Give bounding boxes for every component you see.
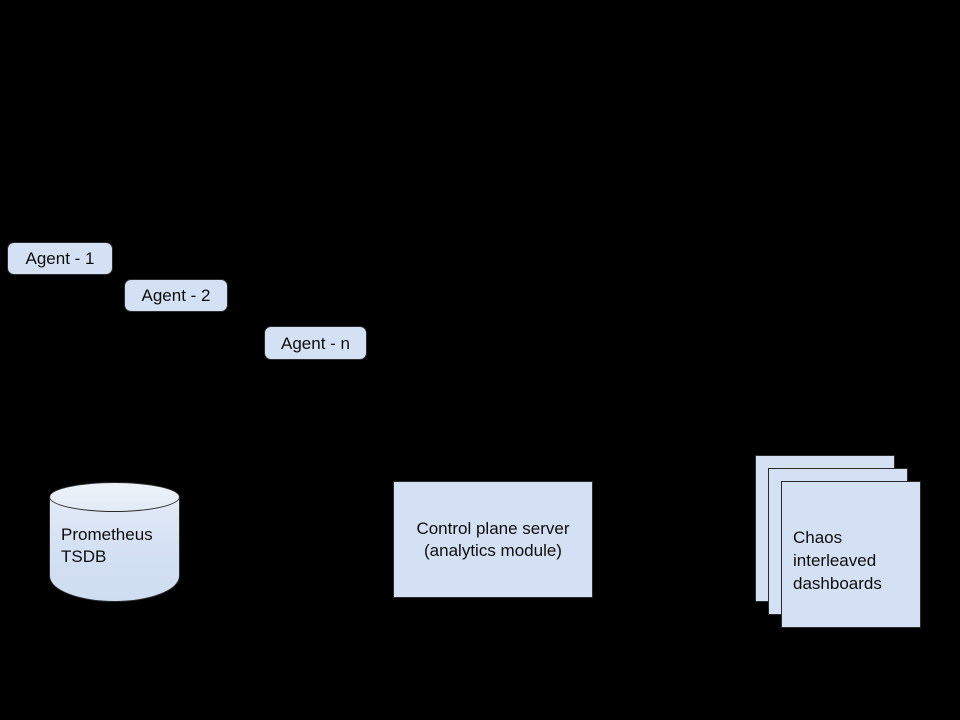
node-control-plane-server-label-line-2: (analytics module) — [424, 540, 562, 560]
node-agent-1[interactable]: Agent - 1 — [7, 242, 113, 275]
node-prometheus-tsdb-label-line-1: Prometheus — [61, 525, 153, 544]
node-prometheus-tsdb-label-line-2: TSDB — [61, 547, 107, 566]
node-prometheus-tsdb-label: Prometheus TSDB — [61, 524, 174, 568]
node-agent-n[interactable]: Agent - n — [264, 326, 367, 360]
node-dashboards-label: Chaos interleaved dashboards — [793, 526, 918, 595]
node-agent-2[interactable]: Agent - 2 — [124, 279, 228, 312]
node-dashboards-label-line-3: dashboards — [793, 574, 882, 593]
node-control-plane-server[interactable]: Control plane server (analytics module) — [393, 481, 593, 598]
node-agent-n-label: Agent - n — [281, 333, 350, 353]
node-agent-1-label: Agent - 1 — [25, 249, 95, 268]
node-dashboards-label-line-1: Chaos — [793, 528, 843, 547]
node-agent-2-label: Agent - 2 — [141, 286, 211, 305]
cylinder-top-ellipse — [49, 482, 180, 512]
node-control-plane-server-label-line-1: Control plane server — [416, 518, 570, 538]
node-prometheus-tsdb[interactable]: Prometheus TSDB — [49, 482, 180, 602]
node-dashboards-layer-front[interactable] — [781, 481, 921, 628]
cylinder-body — [49, 497, 180, 602]
node-dashboards-label-line-2: interleaved — [793, 551, 877, 570]
